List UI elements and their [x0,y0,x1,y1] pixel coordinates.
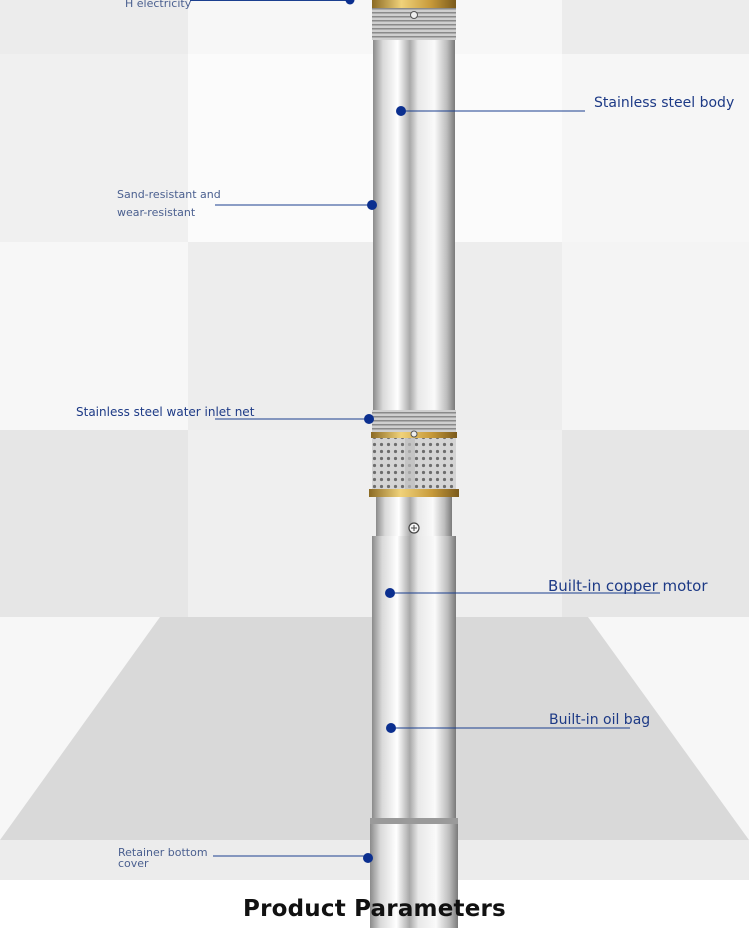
copper-motor-label: Built-in copper motor [548,577,708,595]
section-title: Product Parameters [243,896,506,922]
body-dot [396,106,406,116]
sand-resistant-label-line1: Sand-resistant and [117,188,221,201]
motor-dot [385,588,395,598]
sand-dot [367,200,377,210]
stainless-body-label: Stainless steel body [594,95,735,111]
electricity-dot [345,0,355,5]
oil-bag-label: Built-in oil bag [549,712,651,728]
leader-lines [190,0,660,863]
oil-dot [386,723,396,733]
sand-resistant-label-line2: wear-resistant [117,206,196,219]
inlet-dot [364,414,374,424]
electricity-label: H electricity [125,0,192,10]
pump [369,0,459,928]
retainer-label-line1: Retainer bottom [118,846,208,859]
retainer-dot [363,853,373,863]
retainer-label-line2: cover [118,857,149,870]
inlet-net-label: Stainless steel water inlet net [76,405,255,419]
